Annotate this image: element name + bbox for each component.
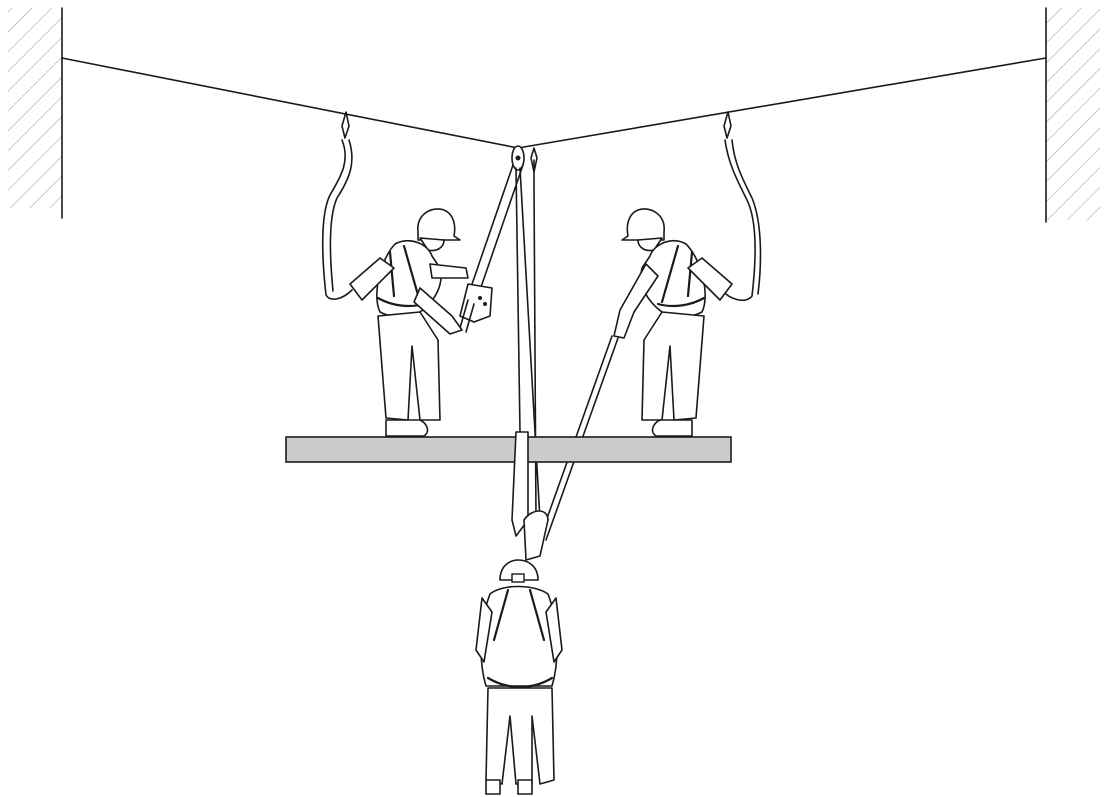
platform: [286, 437, 731, 462]
left-lanyard: [323, 112, 352, 299]
right-lanyard: [722, 112, 760, 300]
right-worker: [614, 209, 732, 436]
left-worker: [350, 209, 468, 436]
horizontal-lifeline: [62, 58, 1046, 148]
left-wall: [8, 8, 62, 218]
rescue-winch: [460, 284, 492, 332]
suspended-worker: [476, 560, 562, 794]
rescue-rope: [470, 165, 618, 540]
right-wall: [1046, 8, 1100, 222]
